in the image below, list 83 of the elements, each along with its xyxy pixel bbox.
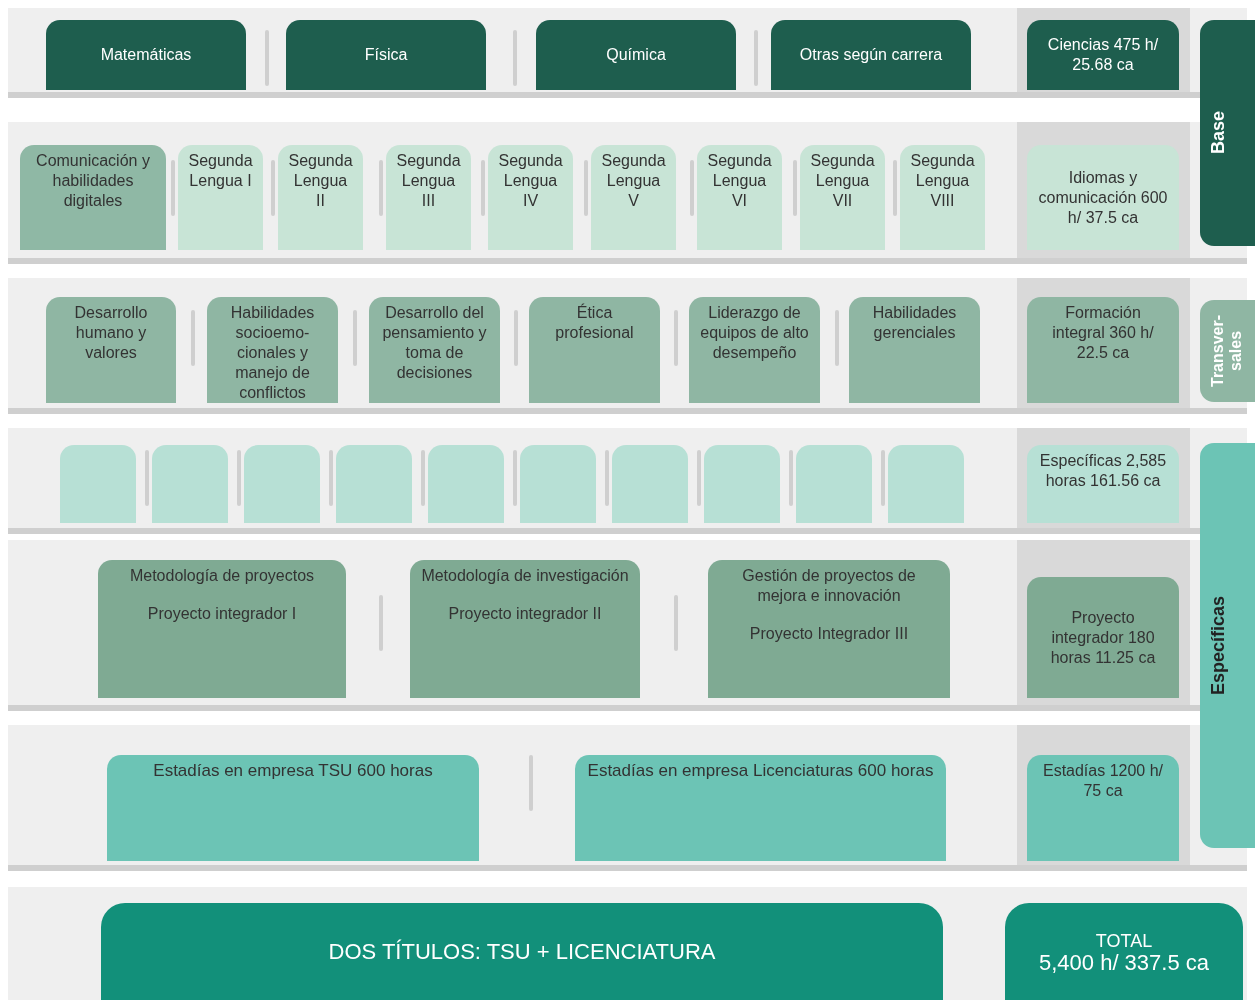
empty-course-box	[796, 445, 872, 523]
box-label: Ciencias 475 h/ 25.68 ca	[1046, 35, 1160, 75]
box-label: Idiomas y comunicación 600 h/ 37.5 ca	[1037, 167, 1169, 228]
summary-box	[1027, 445, 1179, 523]
course-box	[591, 145, 676, 250]
box-label: Habilidades gerenciales	[871, 303, 958, 343]
box-label: Proyecto integrador 180 horas 11.25 ca	[1049, 607, 1157, 668]
box-label: Segunda Lengua VIII	[909, 151, 976, 211]
course-box	[900, 145, 985, 250]
category-band	[1200, 20, 1255, 246]
empty-course-box	[520, 445, 596, 523]
box-label: Desarrollo humano y valores	[73, 303, 149, 363]
category-label: Transver- sales	[1207, 314, 1245, 390]
box-label: Segunda Lengua III	[395, 151, 462, 211]
summary-box	[1027, 297, 1179, 403]
course-box	[488, 145, 573, 250]
box-label: DOS TÍTULOS: TSU + LICENCIATURA	[327, 941, 717, 962]
box-label: Ética profesional	[554, 303, 635, 343]
box-label: Metodología de proyectos	[128, 566, 316, 586]
course-box	[800, 145, 885, 250]
box-label: Segunda Lengua VI	[706, 151, 773, 211]
category-label: Específicas	[1206, 595, 1229, 696]
category-label: Base	[1206, 111, 1229, 155]
course-box	[386, 145, 471, 250]
box-label: Gestión de proyectos de mejora e innovación	[741, 566, 917, 606]
summary-box	[1027, 577, 1179, 698]
box-label: TOTAL	[1094, 930, 1154, 951]
course-box	[771, 20, 971, 90]
box-label: Específicas 2,585 horas 161.56 ca	[1038, 451, 1168, 491]
course-box	[20, 145, 166, 250]
empty-course-box	[428, 445, 504, 523]
degree-banner	[101, 903, 943, 1000]
box-label: Estadías 1200 h/ 75 ca	[1041, 761, 1165, 801]
box-label: Segunda Lengua IV	[497, 151, 564, 211]
empty-course-box	[612, 445, 688, 523]
box-label: Liderazgo de equipos de alto desempeño	[699, 303, 810, 363]
empty-course-box	[704, 445, 780, 523]
course-box	[98, 560, 346, 698]
summary-box	[1027, 20, 1179, 90]
empty-course-box	[336, 445, 412, 523]
box-label: Comunicación y habilidades digitales	[35, 151, 151, 211]
course-box	[410, 560, 640, 698]
course-box	[278, 145, 363, 250]
course-box	[689, 297, 820, 403]
box-label: Proyecto integrador I	[146, 604, 298, 624]
box-label: Formación integral 360 h/ 22.5 ca	[1051, 303, 1155, 363]
course-box	[575, 755, 946, 861]
box-label: Segunda Lengua V	[600, 151, 667, 211]
course-box	[178, 145, 263, 250]
course-box	[46, 297, 176, 403]
box-label: Estadías en empresa Licenciaturas 600 horas	[586, 761, 935, 781]
course-box	[107, 755, 479, 861]
box-label: Segunda Lengua VII	[809, 151, 876, 211]
box-label: Desarrollo del pensamiento y toma de decisiones	[381, 303, 488, 383]
course-box	[529, 297, 660, 403]
course-box	[369, 297, 500, 403]
box-label: 5,400 h/ 337.5 ca	[1038, 952, 1210, 973]
empty-course-box	[244, 445, 320, 523]
box-label: Habilidades socioemo- cionales y manejo de conflictos	[229, 303, 316, 403]
course-box	[46, 20, 246, 90]
box-label: Segunda Lengua I	[187, 151, 254, 191]
course-box	[708, 560, 950, 698]
category-band	[1200, 300, 1255, 402]
box-label: Estadías en empresa TSU 600 horas	[152, 761, 434, 781]
course-box	[286, 20, 486, 90]
course-box	[207, 297, 338, 403]
empty-course-box	[60, 445, 136, 523]
empty-course-box	[888, 445, 964, 523]
box-label: Física	[363, 45, 409, 65]
summary-box	[1027, 755, 1179, 861]
course-box	[536, 20, 736, 90]
empty-course-box	[152, 445, 228, 523]
box-label: Química	[605, 45, 667, 65]
course-box	[849, 297, 980, 403]
box-label: Otras según carrera	[798, 45, 944, 65]
box-label: Metodología de investigación	[420, 566, 630, 586]
box-label: Proyecto Integrador III	[748, 624, 910, 644]
box-label: Proyecto integrador II	[447, 604, 603, 624]
total-box	[1005, 903, 1243, 1000]
box-label: Matemáticas	[99, 45, 193, 65]
box-label: Segunda Lengua II	[287, 151, 354, 211]
course-box	[697, 145, 782, 250]
category-band	[1200, 443, 1255, 848]
